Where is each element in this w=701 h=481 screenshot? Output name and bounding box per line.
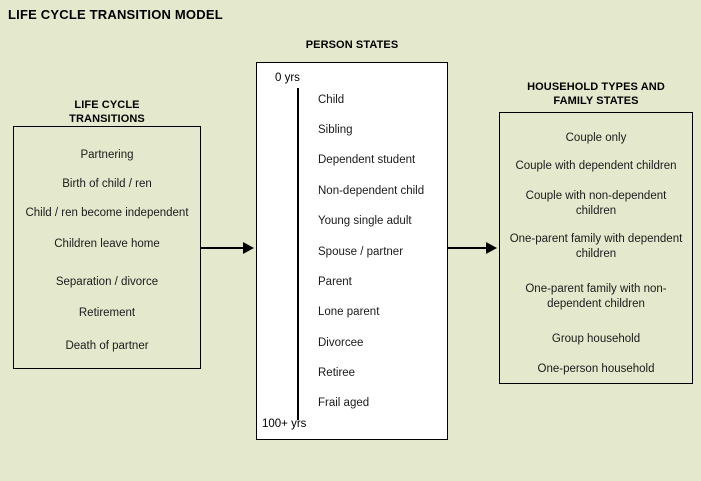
transition-item-birth-of-child: Birth of child / ren [62, 178, 152, 190]
transition-item-partnering: Partnering [80, 149, 134, 161]
household-type-couple-only: Couple only [565, 132, 627, 144]
person-state-spouse-partner: Spouse / partner [318, 246, 404, 258]
box-life-cycle-transitions [13, 126, 201, 369]
person-state-non-dependent-child: Non-dependent child [318, 185, 425, 197]
heading-life-cycle-transitions: LIFE CYCLE TRANSITIONS [13, 98, 201, 126]
household-type-one-person-household: One-person household [537, 363, 655, 375]
person-state-frail-aged: Frail aged [318, 397, 370, 409]
box-household-types [499, 112, 693, 384]
heading-household-types: HOUSEHOLD TYPES AND FAMILY STATES [499, 80, 693, 108]
transition-item-children-leave-home: Children leave home [54, 238, 160, 250]
connector-transitions-to-person-shaft [201, 247, 245, 249]
person-state-parent: Parent [318, 276, 352, 288]
household-type-couple-with-dependent-children: Couple with dependent children [515, 160, 677, 172]
person-state-divorcee: Divorcee [318, 337, 364, 349]
heading-person-states: PERSON STATES [305, 39, 399, 51]
transition-item-death-of-partner: Death of partner [65, 340, 149, 352]
transition-item-retirement: Retirement [78, 307, 136, 319]
heading-line-2: FAMILY STATES [553, 95, 639, 107]
household-type-group-household: Group household [551, 333, 641, 345]
heading-line-1: HOUSEHOLD TYPES AND [527, 81, 665, 93]
age-timeline-axis [297, 88, 299, 420]
connector-person-to-household-shaft [448, 247, 489, 249]
household-type-one-parent-family-non-dependent-children: One-parent family with non-dependent chi… [525, 283, 667, 310]
connector-person-to-household-arrowhead-icon [486, 242, 497, 254]
page-title: LIFE CYCLE TRANSITION MODEL [8, 7, 223, 22]
person-state-dependent-student: Dependent student [318, 154, 416, 166]
transition-item-child-become-independent: Child / ren become independent [25, 207, 189, 219]
person-state-lone-parent: Lone parent [318, 306, 380, 318]
person-state-child: Child [318, 94, 345, 106]
age-label-start: 0 yrs [275, 72, 300, 84]
person-state-retiree: Retiree [318, 367, 356, 379]
connector-transitions-to-person-arrowhead-icon [243, 242, 254, 254]
household-type-couple-with-non-dependent-children: Couple with non-dependent children [525, 190, 667, 217]
box-person-states [256, 62, 448, 440]
age-label-end: 100+ yrs [262, 418, 307, 430]
heading-line-2: TRANSITIONS [69, 113, 145, 125]
transition-item-separation-divorce: Separation / divorce [55, 276, 159, 288]
heading-line-1: LIFE CYCLE [74, 99, 140, 111]
person-state-sibling: Sibling [318, 124, 353, 136]
person-state-young-single-adult: Young single adult [318, 215, 412, 227]
household-type-one-parent-family-dependent-children: One-parent family with dependent childre… [509, 233, 683, 260]
